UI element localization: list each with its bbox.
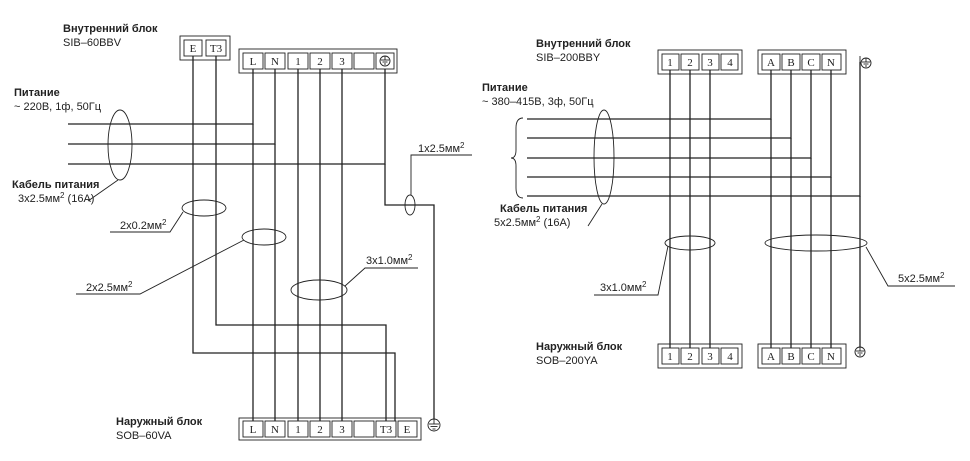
left-outdoor-title: Наружный блок <box>116 416 203 428</box>
right-wire-a-label: 3x1.0мм2 <box>600 280 647 294</box>
left-indoor-term-t3-label: T3 <box>210 43 223 55</box>
right-outdoor-model: SOB–200YA <box>536 355 598 367</box>
left-power-spec: ~ 220В, 1ф, 50Гц <box>14 101 102 113</box>
left-outdoor-term-1: 1 <box>295 424 301 436</box>
right-wire-b-label: 5x2.5мм2 <box>898 271 945 285</box>
right-power-spec: ~ 380–415В, 3ф, 50Гц <box>482 96 594 108</box>
left-2x25-leader <box>76 239 245 295</box>
right-outdoor-term-n: N <box>827 351 835 363</box>
right-3x10-ellipse <box>664 235 716 251</box>
right-indoor-terms-b <box>761 53 842 71</box>
right-indoor-term-1: 1 <box>667 57 673 69</box>
left-indoor-term-1: 1 <box>295 56 301 68</box>
left-main-wires <box>252 69 343 421</box>
left-cable-ellipse <box>107 109 133 181</box>
left-outdoor-term-3: 3 <box>339 424 345 436</box>
left-indoor-term-3: 3 <box>339 56 345 68</box>
left-power-title: Питание <box>14 87 60 99</box>
left-indoor-term-n: N <box>271 56 279 68</box>
right-power-brace <box>510 117 524 199</box>
right-outdoor-term-4: 4 <box>727 351 733 363</box>
right-outdoor-term-1: 1 <box>667 351 673 363</box>
right-indoor-earth-icon <box>859 56 872 69</box>
left-2x02-leader <box>110 211 184 233</box>
right-power-title: Питание <box>482 82 528 94</box>
right-cable-leader <box>587 203 603 227</box>
left-earth-leader <box>410 154 472 195</box>
left-et3-wires <box>192 56 396 421</box>
right-indoor-model: SIB–200BBY <box>536 52 601 64</box>
right-outdoor-term-3: 3 <box>707 351 713 363</box>
right-power-wires <box>527 62 861 197</box>
left-cable-spec: 3x2.5мм2 (16A) <box>18 191 94 205</box>
right-indoor-term-3: 3 <box>707 57 713 69</box>
right-main-wires <box>770 119 861 348</box>
left-outdoor-term-l: L <box>250 424 257 436</box>
right-outdoor-title: Наружный блок <box>536 341 623 353</box>
left-3x10-ellipse <box>290 279 348 301</box>
left-outdoor-term-2: 2 <box>317 424 323 436</box>
left-outdoor-terms <box>242 420 418 438</box>
left-outdoor-earth-icon <box>427 418 441 432</box>
right-outdoor-earth-icon <box>854 346 866 358</box>
left-outdoor-term-n: N <box>271 424 279 436</box>
right-indoor-terms-a <box>661 53 739 71</box>
left-indoor-earth-icon <box>379 55 391 67</box>
right-5x25-leader <box>865 246 955 287</box>
left-outdoor-term-e: E <box>404 424 411 436</box>
left-wire-d-label: 2x2.5мм2 <box>86 280 133 294</box>
right-indoor-term-b: B <box>787 57 794 69</box>
right-indoor-term-c: C <box>807 57 814 69</box>
left-indoor-term-l: L <box>250 56 257 68</box>
left-wire-a-label: 1x2.5мм2 <box>418 141 465 155</box>
right-control-wires <box>669 70 711 348</box>
left-earth-wire <box>384 164 435 419</box>
right-cable-ellipse <box>593 109 615 205</box>
left-cable-leader <box>87 179 119 202</box>
right-diagram: Внутренний блок SIB–200BBY Питание ~ 380… <box>482 38 955 369</box>
right-indoor-term-2: 2 <box>687 57 693 69</box>
right-indoor-term-n: N <box>827 57 835 69</box>
right-indoor-title: Внутренний блок <box>536 38 631 50</box>
right-outdoor-term-2: 2 <box>687 351 693 363</box>
left-indoor-term-e-label: E <box>190 43 197 55</box>
left-wire-b-label: 2x0.2мм2 <box>120 218 167 232</box>
right-outdoor-term-c: C <box>807 351 814 363</box>
left-power-wires <box>68 69 386 165</box>
right-cable-spec: 5x2.5мм2 (16A) <box>494 215 570 229</box>
right-3x10-leader <box>594 245 669 296</box>
left-indoor-term-2: 2 <box>317 56 323 68</box>
right-5x25-ellipse <box>764 234 868 252</box>
right-indoor-term-a: A <box>767 57 775 69</box>
left-3x10-leader <box>344 267 418 287</box>
left-indoor-terms-b <box>242 52 395 70</box>
left-cable-title: Кабель питания <box>12 179 99 191</box>
right-outdoor-term-b: B <box>787 351 794 363</box>
left-2x02-ellipse <box>181 199 227 217</box>
left-earth-ellipse <box>404 194 416 216</box>
left-outdoor-model: SOB–60VA <box>116 430 172 442</box>
left-indoor-model: SIB–60BBV <box>63 37 122 49</box>
left-wire-c-label: 3x1.0мм2 <box>366 253 413 267</box>
left-diagram: Внутренний блок SIB–60BBV Питание ~ 220В… <box>12 23 472 442</box>
left-outdoor-term-t3: T3 <box>380 424 393 436</box>
left-2x25-ellipse <box>241 228 287 246</box>
right-indoor-term-4: 4 <box>727 57 733 69</box>
right-outdoor-term-a: A <box>767 351 775 363</box>
right-cable-title: Кабель питания <box>500 203 587 215</box>
left-indoor-title: Внутренний блок <box>63 23 158 35</box>
